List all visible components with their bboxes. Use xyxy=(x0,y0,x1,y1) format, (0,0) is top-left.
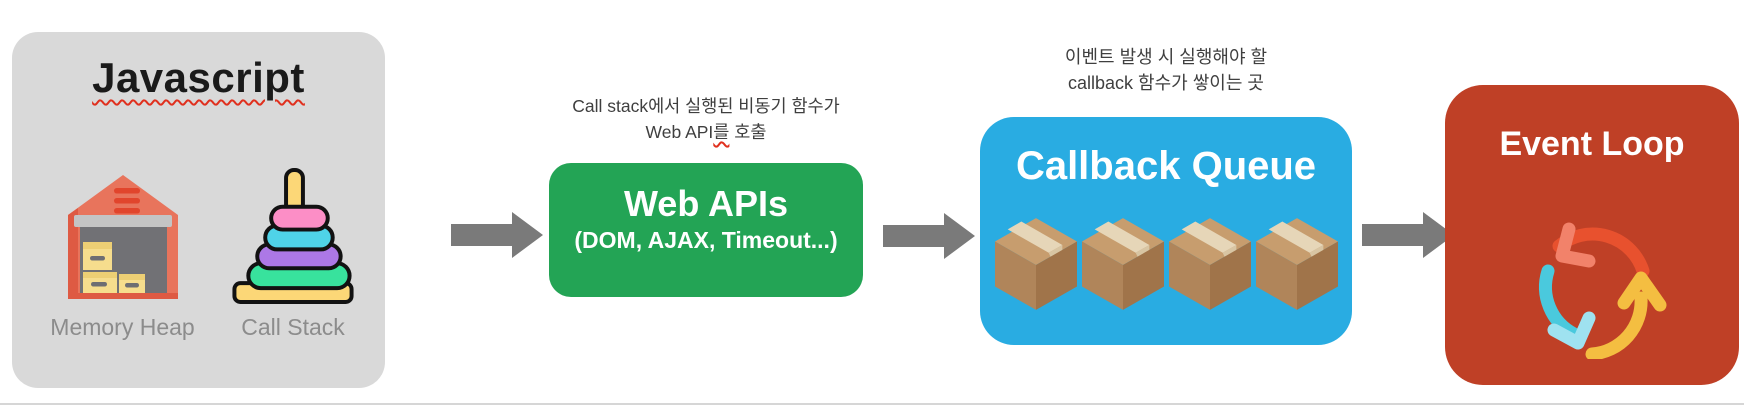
callback-queue-annotation-line2: callback 함수가 쌓이는 곳 xyxy=(1068,73,1264,93)
callback-queue-boxes xyxy=(980,218,1352,310)
callback-queue-annotation: 이벤트 발생 시 실행해야 할 callback 함수가 쌓이는 곳 xyxy=(1010,44,1322,96)
web-apis-subtitle: (DOM, AJAX, Timeout...) xyxy=(574,227,838,253)
web-apis-annotation: Call stack에서 실행된 비동기 함수가 Web API를 호출 xyxy=(530,93,882,145)
call-stack-item: Call Stack xyxy=(212,168,374,341)
event-loop-panel: Event Loop xyxy=(1445,85,1739,385)
javascript-panel: Javascript Memory Hea xyxy=(12,32,385,388)
ring-stack-icon xyxy=(232,168,354,305)
arrow-right-icon xyxy=(883,213,975,259)
memory-heap-item: Memory Heap xyxy=(30,168,215,341)
callback-queue-title: Callback Queue xyxy=(1015,144,1317,188)
cycle-arrows-icon xyxy=(1539,222,1667,359)
callback-queue-annotation-line1: 이벤트 발생 시 실행해야 할 xyxy=(1064,47,1268,67)
memory-heap-label: Memory Heap xyxy=(50,314,195,340)
arrow-right-icon xyxy=(451,212,543,258)
cardboard-box-icon xyxy=(1168,218,1251,310)
arrow-right-icon xyxy=(1362,212,1454,258)
bottom-rule xyxy=(0,403,1744,405)
web-apis-annotation-line2: Web API를 호출 xyxy=(645,122,767,142)
cardboard-box-icon xyxy=(1081,218,1164,310)
web-apis-panel: Web APIs (DOM, AJAX, Timeout...) xyxy=(549,163,863,297)
call-stack-label: Call Stack xyxy=(241,314,345,340)
cardboard-box-icon xyxy=(1255,218,1338,310)
javascript-title: Javascript xyxy=(92,54,305,101)
cardboard-box-icon xyxy=(994,218,1077,310)
warehouse-icon xyxy=(67,175,178,299)
spellcheck-squiggle: 를 xyxy=(713,122,730,142)
callback-queue-panel: Callback Queue xyxy=(980,117,1352,345)
web-apis-title: Web APIs xyxy=(623,183,789,224)
event-loop-title: Event Loop xyxy=(1499,125,1685,163)
web-apis-annotation-line1: Call stack에서 실행된 비동기 함수가 xyxy=(572,96,840,116)
